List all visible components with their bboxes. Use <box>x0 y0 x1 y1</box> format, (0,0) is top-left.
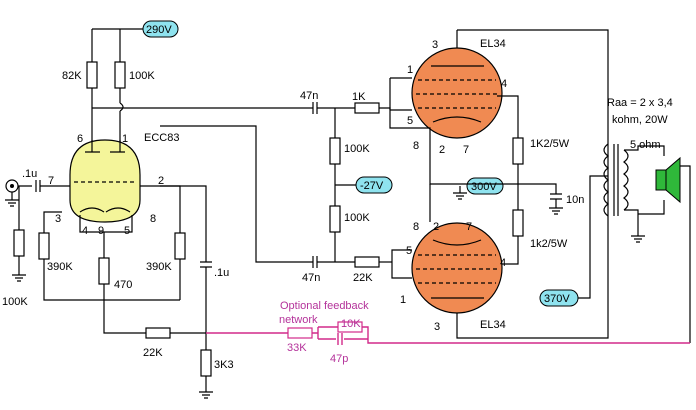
speaker-icon <box>655 156 691 343</box>
resistor-22k-feedback-label: 22K <box>143 347 163 359</box>
resistor-33k-feedback <box>287 327 313 339</box>
resistor-100k-plate-label: 100K <box>129 70 155 82</box>
capacitor-47n-top-label: 47n <box>300 90 318 102</box>
capacitor-feedback-label: .1u <box>214 267 229 279</box>
supply-badge-370v: 370V <box>539 289 579 307</box>
screen-wiring <box>497 95 519 265</box>
el34-bottom-grid-wiring <box>391 184 431 279</box>
resistor-100k-bias-bottom-label: 100K <box>344 212 370 224</box>
input-cap-label: .1u <box>22 168 37 180</box>
input-jack <box>5 179 19 207</box>
el34-bottom-pin-1: 1 <box>400 294 406 306</box>
feedback-title-line2: network <box>279 314 318 326</box>
svg-text:300V: 300V <box>471 181 497 193</box>
ecc83-pin-8: 8 <box>150 213 156 225</box>
cathode-network-wiring <box>43 185 213 399</box>
el34-top-pin-8: 8 <box>413 140 419 152</box>
ecc83-pin-2: 2 <box>158 175 164 187</box>
resistor-1k2-bottom-label: 1k2/5W <box>530 238 568 250</box>
resistor-1k2-bottom <box>512 209 524 237</box>
resistor-82k-label: 82K <box>62 70 82 82</box>
resistor-100k-plate <box>114 61 126 89</box>
resistor-82k <box>86 61 98 89</box>
resistor-390k-left-label: 390K <box>47 261 73 273</box>
el34-bottom-tube <box>411 222 503 314</box>
resistor-100k-bias-top-label: 100K <box>344 143 370 155</box>
resistor-470 <box>98 257 110 285</box>
ecc83-label: ECC83 <box>144 132 179 144</box>
el34-bottom-pin-8: 8 <box>413 221 419 233</box>
el34-top-tube <box>411 47 503 139</box>
load-label: 5 ohm <box>630 139 661 151</box>
ground-symbol-center <box>453 186 467 200</box>
svg-text:290V: 290V <box>146 24 172 36</box>
resistor-390k-left <box>38 232 50 260</box>
el34-bottom-pin-7: 7 <box>466 221 472 233</box>
resistor-22k-feedback <box>145 327 171 339</box>
el34-top-pin-7: 7 <box>463 144 469 156</box>
resistor-1k2-top-label: 1K2/5W <box>530 138 570 150</box>
el34-top-pin-3: 3 <box>432 39 438 51</box>
el34-bottom-pin-5: 5 <box>406 245 412 257</box>
el34-top-grid-wiring <box>389 77 431 138</box>
supply-badge-290v: 290V <box>142 20 179 38</box>
resistor-100k-input-label: 100K <box>2 296 28 308</box>
el34-top-pin-1: 1 <box>407 64 413 76</box>
ecc83-pin-3: 3 <box>55 213 61 225</box>
resistor-33k-label: 33K <box>287 342 307 354</box>
capacitor-47p-label: 47p <box>330 353 348 365</box>
raa-label: Raa = 2 x 3,4 <box>607 97 673 109</box>
el34-bottom-pin-4: 4 <box>500 257 506 269</box>
supply-badge-300v: 300V <box>466 177 504 195</box>
el34-top-pin-5: 5 <box>407 115 413 127</box>
resistor-1k2-top <box>512 137 524 165</box>
resistor-100k-bias-bottom <box>329 205 341 233</box>
ecc83-pin-4: 4 <box>82 225 88 237</box>
ecc83-pin-9: 9 <box>98 225 104 237</box>
resistor-390k-right <box>174 232 186 260</box>
resistor-3k3-label: 3K3 <box>214 359 234 371</box>
ecc83-tube <box>69 139 141 233</box>
svg-text:-27V: -27V <box>360 180 384 192</box>
ecc83-pin-7: 7 <box>48 175 54 187</box>
raa-label-line2: kohm, 20W <box>612 114 668 126</box>
feedback-wiring <box>206 326 690 345</box>
resistor-100k-bias-top <box>329 137 341 165</box>
output-transformer <box>578 143 665 299</box>
resistor-22k-grid <box>354 256 380 268</box>
ecc83-pin-1: 1 <box>122 133 128 145</box>
ecc83-pin-6: 6 <box>77 133 83 145</box>
el34-bottom-pin-2: 2 <box>433 221 439 233</box>
output-plate-wiring <box>456 29 609 339</box>
resistor-3k3 <box>200 349 212 377</box>
resistor-10k-feedback <box>337 321 363 333</box>
resistor-1k-grid <box>354 102 380 114</box>
resistor-390k-right-label: 390K <box>146 261 172 273</box>
svg-text:370V: 370V <box>544 293 570 305</box>
el34-bottom-pin-3: 3 <box>434 321 440 333</box>
preamp-supply-wiring <box>91 28 308 148</box>
el34-top-label: EL34 <box>480 38 506 50</box>
capacitor-10n-label: 10n <box>566 194 584 206</box>
resistor-10k-label: 10K <box>341 318 361 330</box>
el34-top-pin-2: 2 <box>439 144 445 156</box>
capacitor-47n-bottom-label: 47n <box>302 272 320 284</box>
ecc83-pin-5: 5 <box>124 225 130 237</box>
input-coupling-wiring <box>18 180 70 192</box>
supply-badge-bias: -27V <box>355 176 393 194</box>
resistor-22k-grid-label: 22K <box>353 272 373 284</box>
el34-bottom-label: EL34 <box>480 319 506 331</box>
resistor-470-label: 470 <box>114 279 132 291</box>
resistor-1k-grid-label: 1K <box>352 91 366 103</box>
input-grid-leak-wiring <box>12 186 26 282</box>
el34-top-pin-4: 4 <box>501 78 507 90</box>
resistor-100k-input <box>13 229 25 257</box>
screen-supply-wiring <box>429 138 563 215</box>
feedback-title-line1: Optional feedback <box>280 300 369 312</box>
